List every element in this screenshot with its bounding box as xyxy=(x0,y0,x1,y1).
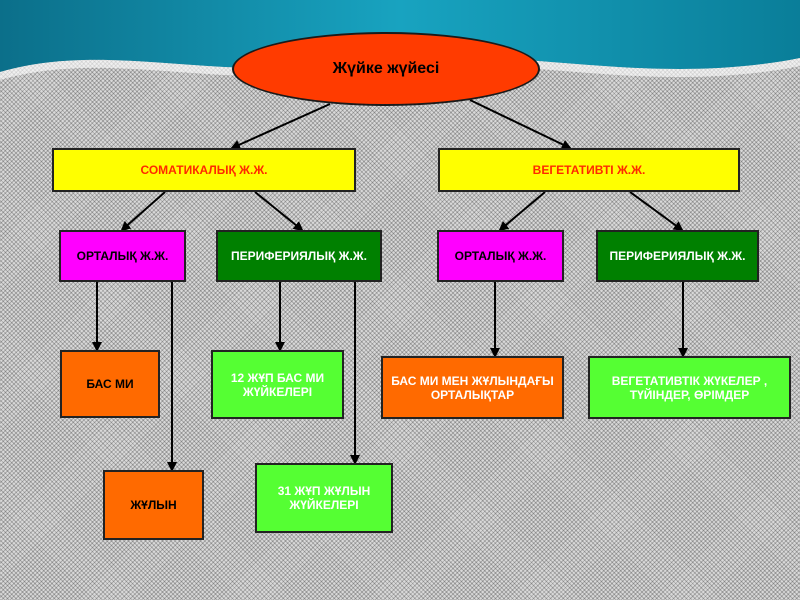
node-cranial-nerves: 12 ЖҰП БАС МИ ЖҮЙКЕЛЕРІ xyxy=(211,350,344,419)
node-brain-spinal-centers: БАС МИ МЕН ЖҰЛЫНДАҒЫ ОРТАЛЫҚТАР xyxy=(381,356,564,419)
arrow-somatic-to-peripheral xyxy=(254,191,304,232)
node-spinal-cord: ЖҰЛЫН xyxy=(103,470,204,540)
arrow-root-to-somatic xyxy=(230,103,331,150)
arrow-somatic-to-central xyxy=(120,191,166,232)
node-somatic: СОМАТИКАЛЫҚ Ж.Ж. xyxy=(52,148,356,192)
node-brain: БАС МИ xyxy=(60,350,160,418)
arrow-root-to-vegetative xyxy=(469,99,572,150)
node-spinal-nerves: 31 ЖҰП ЖҰЛЫН ЖҮЙКЕЛЕРІ xyxy=(255,463,393,533)
arrow-vegetative-to-peripheral xyxy=(629,191,684,232)
node-somatic-central: ОРТАЛЫҚ Ж.Ж. xyxy=(59,230,186,282)
node-vegetative-central: ОРТАЛЫҚ Ж.Ж. xyxy=(437,230,564,282)
node-vegetative-peripheral: ПЕРИФЕРИЯЛЫҚ Ж.Ж. xyxy=(596,230,759,282)
node-vegetative-nerves: ВЕГЕТАТИВТІК ЖҮКЕЛЕР , ТҮЙІНДЕР, ӨРІМДЕР xyxy=(588,356,791,419)
node-vegetative: ВЕГЕТАТИВТІ Ж.Ж. xyxy=(438,148,740,192)
node-somatic-peripheral: ПЕРИФЕРИЯЛЫҚ Ж.Ж. xyxy=(216,230,382,282)
arrow-vegetative-to-central xyxy=(498,191,546,232)
node-nervous-system: Жүйке жүйесі xyxy=(232,32,540,106)
